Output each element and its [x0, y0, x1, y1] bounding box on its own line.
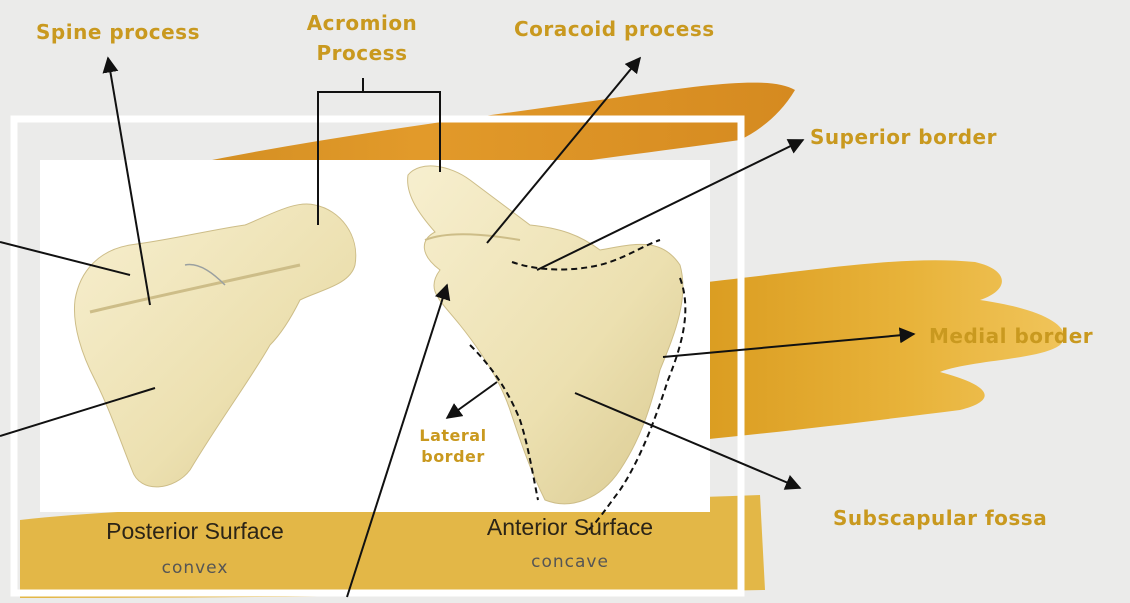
acromion-process-label: Acromion Process: [282, 8, 442, 68]
coracoid-process-label: Coracoid process: [514, 17, 715, 41]
lateral-border-label: Lateral border: [408, 425, 498, 467]
anterior-surface-subtitle: concave: [430, 552, 710, 572]
subscapular-fossa-label: Subscapular fossa: [833, 506, 1047, 530]
posterior-surface-subtitle: convex: [60, 558, 330, 578]
medial-border-label: Medial border: [929, 324, 1093, 348]
spine-process-label: Spine process: [36, 20, 200, 44]
anterior-surface-title: Anterior Surface: [430, 514, 710, 541]
superior-border-label: Superior border: [810, 125, 997, 149]
posterior-surface-title: Posterior Surface: [60, 518, 330, 545]
